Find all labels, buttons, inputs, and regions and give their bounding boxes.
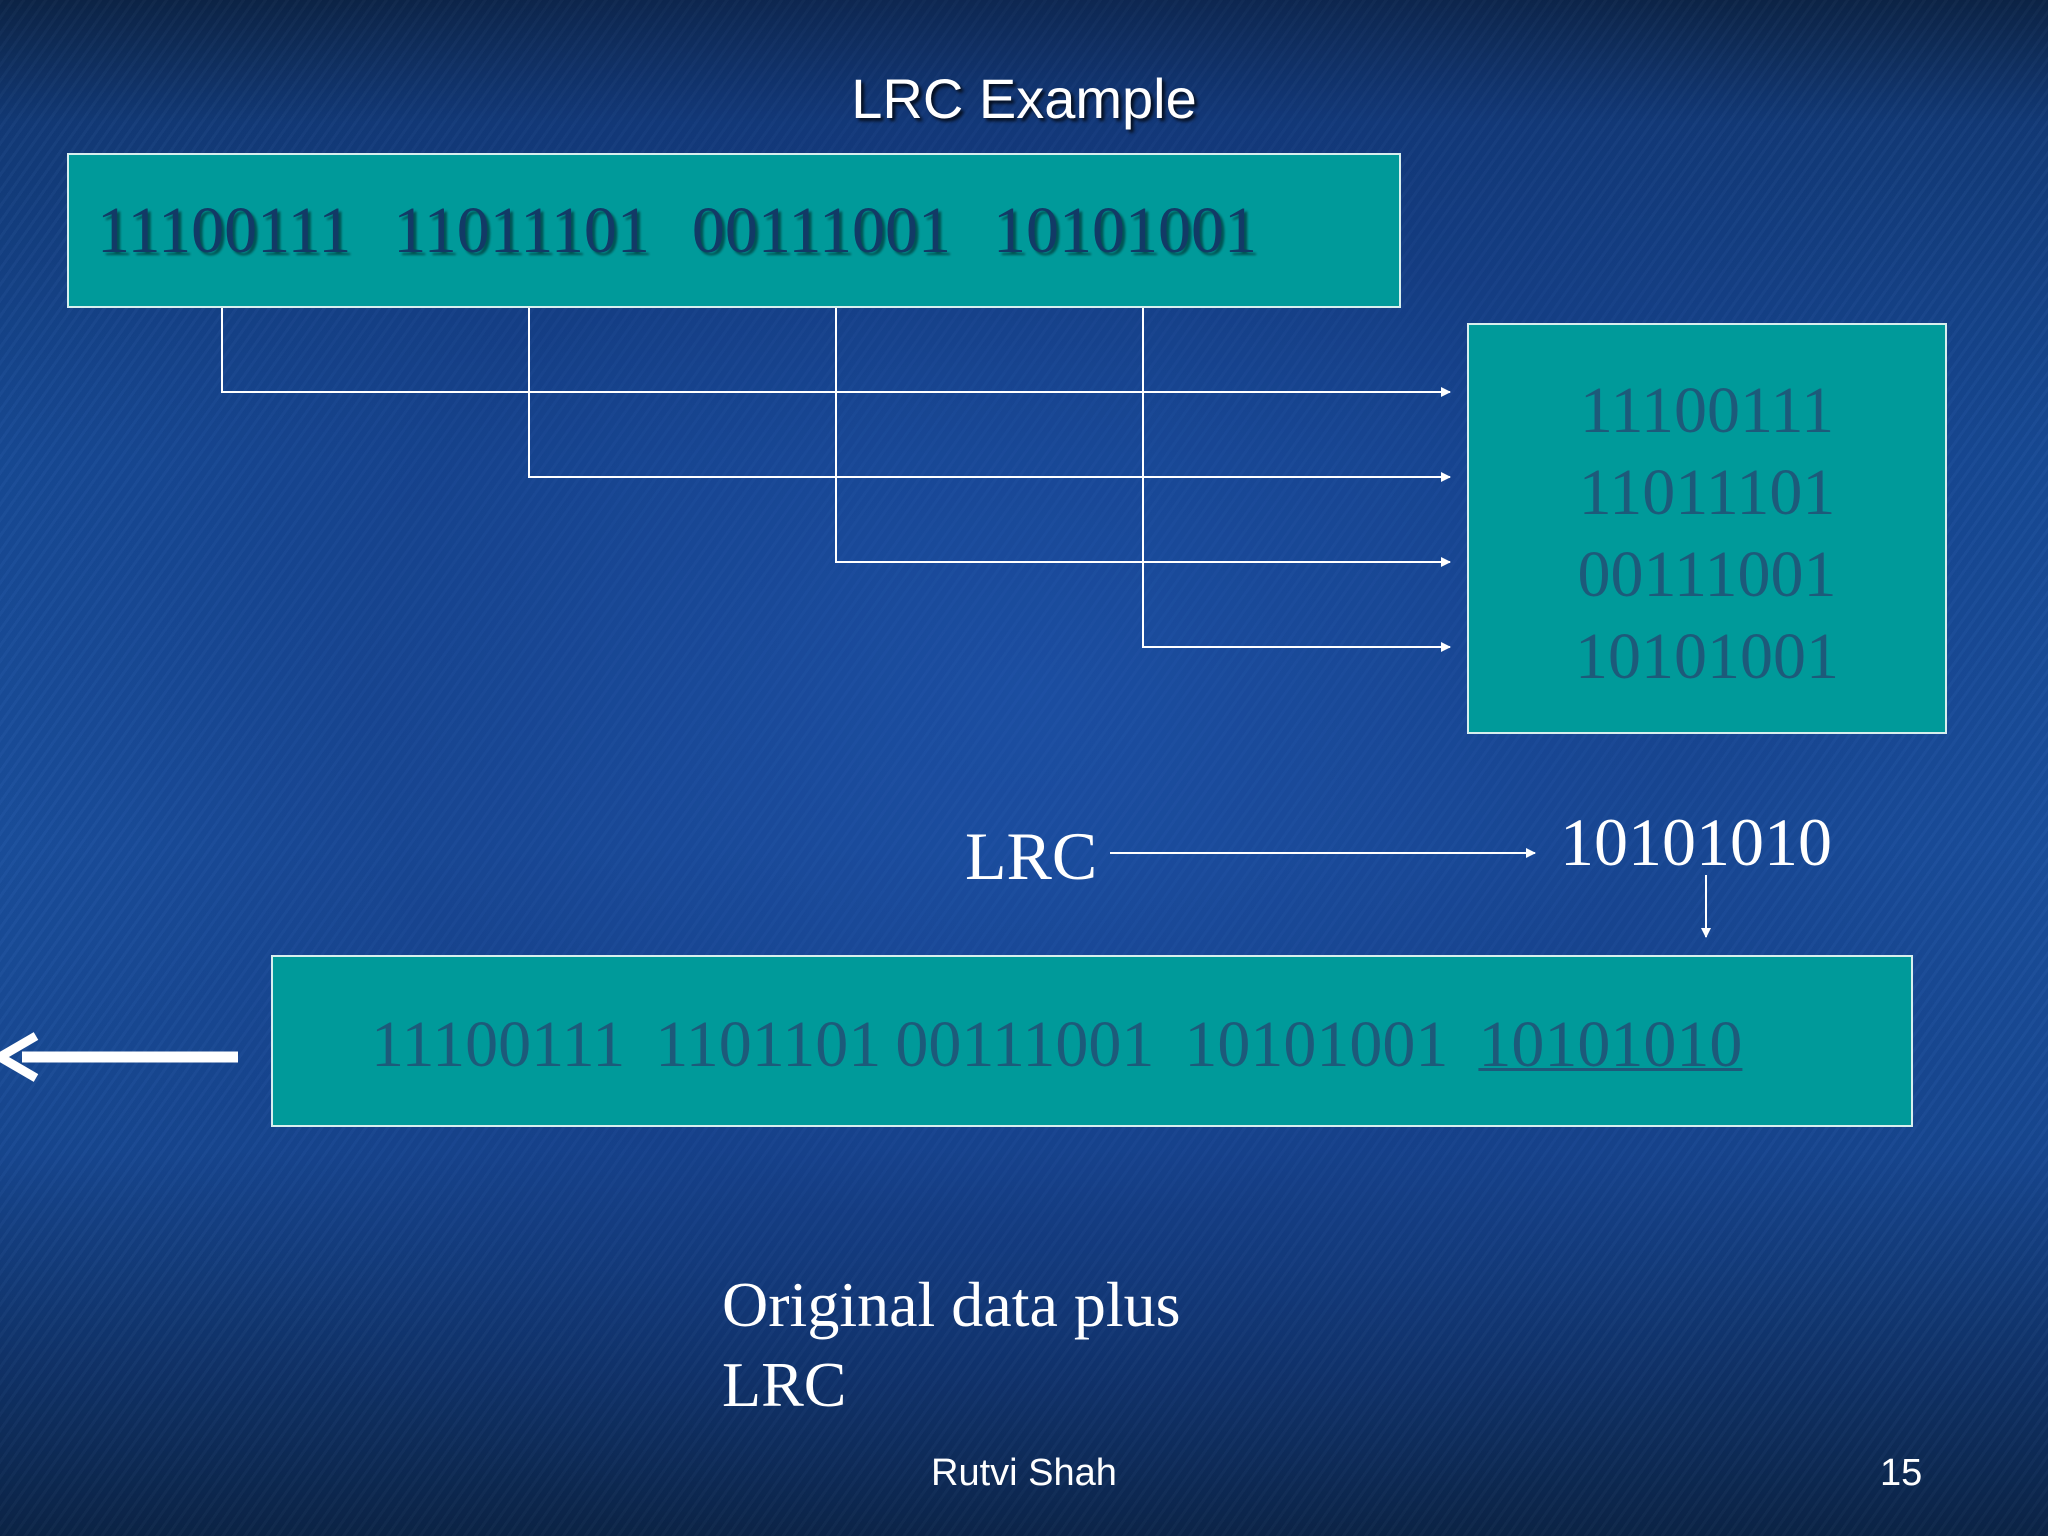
connector-line-2: [528, 308, 1451, 482]
data-units-box: 11100111 11011101 00111001 10101001: [67, 153, 1401, 308]
connector-line-4: [1142, 308, 1451, 652]
data-byte: 10101001: [992, 194, 1257, 267]
data-units-row: 11100111 11011101 00111001 10101001: [97, 193, 1257, 269]
left-arrow-icon: [0, 1032, 238, 1082]
slide-title: LRC Example: [851, 67, 1197, 130]
lrc-value: 10101010: [1560, 804, 1832, 880]
caption: Original data plus LRC: [722, 1265, 1181, 1425]
caption-line: Original data plus: [722, 1269, 1181, 1340]
connector-line-3: [835, 308, 1451, 567]
connector-line-1: [221, 308, 1451, 397]
lrc-byte: 10101010: [1478, 1008, 1743, 1081]
stacked-byte: 11011101: [1578, 456, 1836, 529]
stacked-byte: 11100111: [1579, 374, 1835, 447]
data-byte: 11100111: [371, 1008, 626, 1081]
lrc-label: LRC: [965, 818, 1098, 894]
data-byte: 10101001: [1184, 1008, 1449, 1081]
stacked-bytes-list: 11100111 11011101 00111001 10101001: [1469, 370, 1945, 698]
data-byte: 11011101: [393, 194, 650, 267]
caption-line: LRC: [722, 1349, 847, 1420]
page-number: 15: [1880, 1452, 1923, 1494]
data-byte: 00111001: [691, 194, 951, 267]
data-byte: 1101101: [655, 1008, 882, 1081]
data-byte: 00111001: [895, 1008, 1155, 1081]
data-byte: 11100111: [97, 194, 352, 267]
stacked-byte: 10101001: [1575, 620, 1839, 693]
stacked-bytes-box: 11100111 11011101 00111001 10101001: [1467, 323, 1947, 734]
stacked-byte: 00111001: [1577, 538, 1837, 611]
footer-author: Rutvi Shah: [931, 1452, 1117, 1494]
